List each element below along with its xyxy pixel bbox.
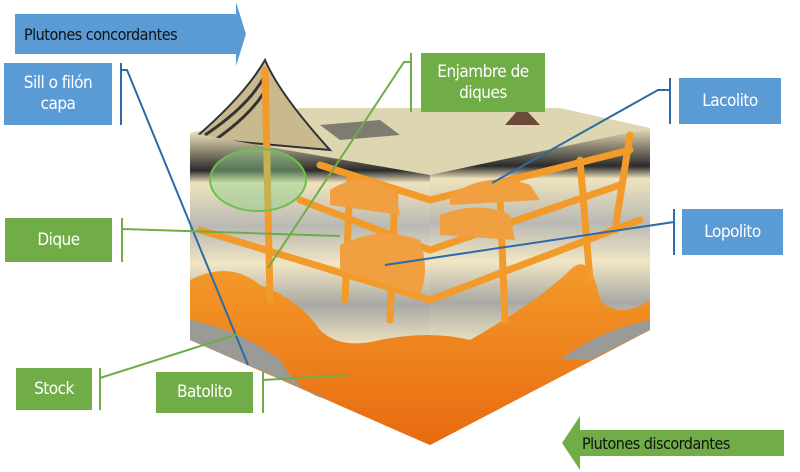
plutones-discordantes-label: Plutones discordantes (582, 433, 730, 453)
lopolith-body (340, 233, 425, 295)
stock-leader (99, 333, 239, 410)
plutones-concordantes-label: Plutones concordantes (24, 24, 178, 44)
label-dique: Dique (5, 218, 112, 262)
label-lopolito: Lopolito (682, 209, 783, 255)
lacolito-leader (491, 78, 671, 184)
batolito-leader (262, 372, 349, 413)
laccolith-body (450, 179, 540, 205)
label-lacolito: Lacolito (679, 78, 781, 124)
discordantes-arrow-shape (562, 416, 784, 470)
label-sill: Sill o filón capa (4, 63, 112, 125)
lopolito-leader (384, 209, 675, 266)
label-stock: Stock (16, 368, 92, 410)
dique-leader (121, 218, 341, 262)
concordantes-arrow-shape (15, 2, 246, 66)
label-enjambre-de-diques: Enjambre de diques (421, 53, 545, 112)
enjambre-leader (267, 53, 412, 269)
label-batolito: Batolito (156, 372, 253, 413)
batholith-magma (190, 264, 650, 445)
sill-leader (120, 63, 249, 366)
dike-swarm-highlight (209, 148, 307, 212)
